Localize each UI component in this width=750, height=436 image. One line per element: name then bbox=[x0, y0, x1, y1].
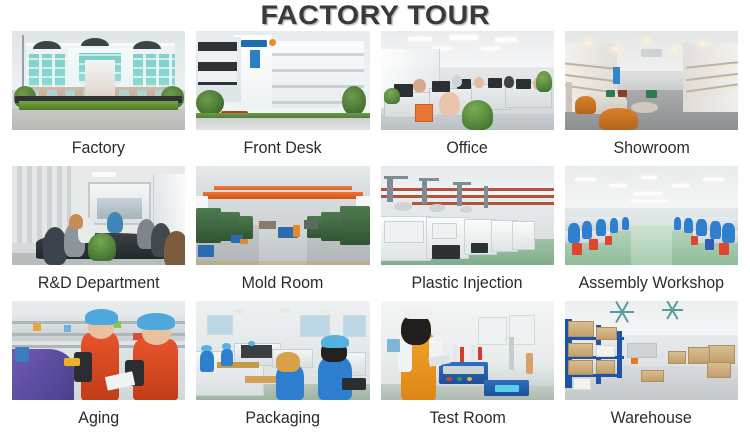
gallery-caption: Aging bbox=[78, 408, 120, 427]
scene-testing-bench bbox=[380, 301, 554, 400]
thumbnail-assembly-workshop[interactable] bbox=[564, 166, 738, 265]
scene-warehouse-racking bbox=[564, 301, 738, 400]
gallery-item-mold-room[interactable]: Mold Room bbox=[196, 166, 370, 301]
gallery-item-test-room[interactable]: Test Room bbox=[380, 301, 554, 436]
gallery-item-aging[interactable]: Aging bbox=[12, 301, 186, 436]
thumbnail-aging[interactable] bbox=[12, 301, 186, 400]
thumbnail-office[interactable] bbox=[380, 31, 554, 130]
gallery-item-assembly-workshop[interactable]: Assembly Workshop bbox=[564, 166, 738, 301]
gallery-item-office[interactable]: Office bbox=[380, 31, 554, 166]
gallery-item-packaging[interactable]: Packaging bbox=[196, 301, 370, 436]
gallery-item-warehouse[interactable]: Warehouse bbox=[564, 301, 738, 436]
factory-tour-page: FACTORY TOUR bbox=[0, 0, 750, 427]
scene-product-showroom bbox=[564, 31, 738, 130]
thumbnail-plastic-injection[interactable] bbox=[380, 166, 554, 265]
scene-machining-hall-crane bbox=[196, 166, 370, 265]
scene-assembly-lines bbox=[564, 166, 738, 265]
scene-open-plan-office bbox=[380, 31, 554, 130]
page-title: FACTORY TOUR bbox=[260, 0, 490, 30]
gallery-caption: R&D Department bbox=[37, 273, 160, 292]
thumbnail-packaging[interactable] bbox=[196, 301, 370, 400]
gallery-caption: Front Desk bbox=[243, 138, 322, 157]
thumbnail-rd-department[interactable] bbox=[12, 166, 186, 265]
gallery-caption: Mold Room bbox=[242, 273, 324, 292]
gallery-caption: Warehouse bbox=[610, 408, 692, 427]
gallery-caption: Test Room bbox=[428, 408, 506, 427]
thumbnail-showroom[interactable] bbox=[564, 31, 738, 130]
gallery-caption: Plastic Injection bbox=[411, 273, 523, 292]
scene-packaging-line bbox=[196, 301, 370, 400]
scene-exterior-white-plant bbox=[196, 31, 370, 130]
gallery-caption: Packaging bbox=[245, 408, 321, 427]
gallery-caption: Assembly Workshop bbox=[578, 273, 725, 292]
scene-injection-molding-line bbox=[380, 166, 554, 265]
gallery-caption: Factory bbox=[71, 138, 126, 157]
gallery-item-rd-department[interactable]: R&D Department bbox=[12, 166, 186, 301]
factory-tour-gallery: Factory bbox=[0, 31, 750, 436]
thumbnail-mold-room[interactable] bbox=[196, 166, 370, 265]
gallery-item-front-desk[interactable]: Front Desk bbox=[196, 31, 370, 166]
title-bar: FACTORY TOUR bbox=[0, 0, 750, 31]
gallery-item-plastic-injection[interactable]: Plastic Injection bbox=[380, 166, 554, 301]
gallery-caption: Showroom bbox=[613, 138, 690, 157]
gallery-item-showroom[interactable]: Showroom bbox=[564, 31, 738, 166]
gallery-caption: Office bbox=[446, 138, 488, 157]
gallery-item-factory[interactable]: Factory bbox=[12, 31, 186, 166]
thumbnail-warehouse[interactable] bbox=[564, 301, 738, 400]
thumbnail-factory[interactable] bbox=[12, 31, 186, 130]
thumbnail-front-desk[interactable] bbox=[196, 31, 370, 130]
thumbnail-test-room[interactable] bbox=[380, 301, 554, 400]
scene-meeting-room-projector bbox=[12, 166, 186, 265]
scene-exterior-office-building bbox=[12, 31, 186, 130]
scene-aging-inspection bbox=[12, 301, 186, 400]
